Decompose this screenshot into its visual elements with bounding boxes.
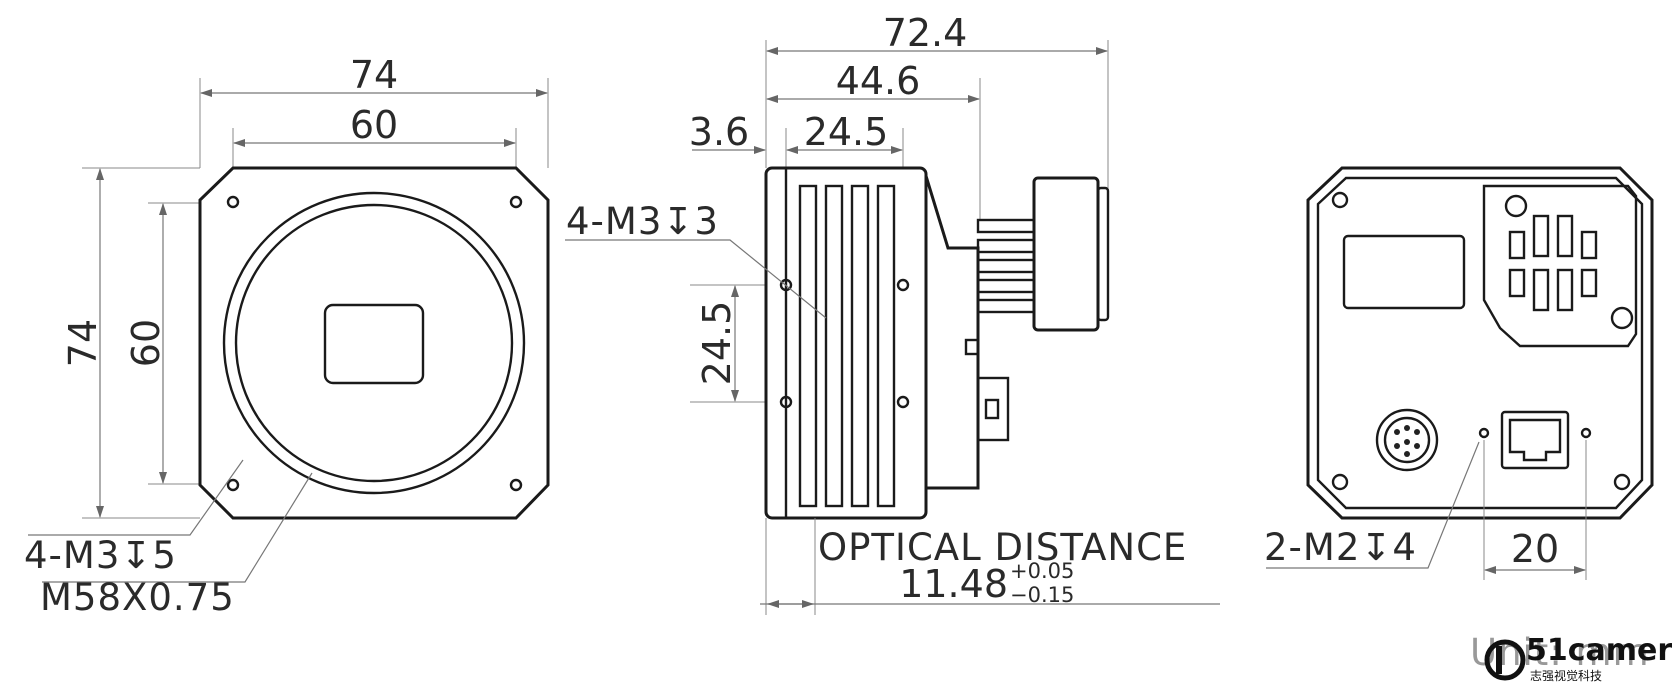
back-view: 20 2-M2↧4	[1264, 166, 1654, 580]
front-view: 74 60 74 60 4-M3↧5 M58X0.75	[24, 53, 550, 619]
logo-subtext: 志强视觉科技	[1530, 668, 1602, 683]
back-m2-hole	[1478, 427, 1490, 439]
callout-side-holes: 4-M3↧3	[566, 200, 719, 243]
dim-hole-spacing-v: 24.5	[695, 301, 739, 386]
leader-side-holes	[565, 239, 827, 319]
leader-front-holes	[28, 459, 244, 536]
dim-front-height-60: 60	[124, 319, 168, 367]
mount-hole	[226, 478, 240, 492]
side-hole	[896, 395, 910, 409]
back-body-outline	[1306, 166, 1654, 520]
callout-front-holes: 4-M3↧5	[24, 534, 177, 577]
back-label-area	[1342, 234, 1466, 310]
dim-front-width-60: 60	[350, 103, 398, 147]
mount-hole	[509, 195, 523, 209]
side-hole	[896, 278, 910, 292]
heatsink-panel	[1482, 184, 1638, 348]
sensor-window	[323, 303, 425, 385]
company-logo: 51camera 志强视觉科技	[1484, 633, 1672, 683]
side-hole	[779, 395, 793, 409]
mount-hole	[509, 478, 523, 492]
optical-distance-label: OPTICAL DISTANCE	[818, 526, 1187, 569]
lens-mount-inner	[234, 203, 514, 483]
dim-front-height-74: 74	[61, 319, 105, 367]
side-view: 72.4 44.6 3.6 24.5 24.5 4-M3↧3	[565, 11, 1220, 615]
leader-front-mount	[42, 472, 313, 583]
dim-front-width-74: 74	[350, 53, 398, 97]
dim-body-length: 44.6	[836, 59, 921, 103]
ethernet-port	[1500, 410, 1570, 470]
dim-total-length: 72.4	[883, 11, 968, 55]
lens-mount-outer	[222, 191, 526, 495]
logo-text: 51camera	[1526, 633, 1672, 668]
leader-back-holes	[1266, 441, 1480, 569]
callout-back-holes: 2-M2↧4	[1264, 526, 1417, 569]
dim-flange: 3.6	[689, 110, 749, 154]
back-hole	[1331, 473, 1349, 491]
optical-tolerance-minus: −0.15	[1010, 583, 1074, 607]
io-connector	[1375, 408, 1439, 472]
rear-connector-block	[1032, 176, 1100, 332]
side-body-front	[764, 166, 928, 520]
side-body-rear	[924, 175, 980, 490]
optical-tolerance-plus: +0.05	[1010, 559, 1074, 583]
callout-mount-thread: M58X0.75	[40, 576, 235, 619]
back-hole	[1331, 191, 1349, 209]
back-m2-hole	[1580, 427, 1592, 439]
side-hole	[779, 278, 793, 292]
dim-back-holes: 20	[1511, 527, 1559, 571]
dim-hole-spacing-h: 24.5	[804, 110, 889, 154]
optical-distance-value: 11.48	[899, 562, 1008, 606]
front-body-outline	[198, 166, 550, 520]
mount-hole	[226, 195, 240, 209]
back-hole	[1613, 473, 1631, 491]
